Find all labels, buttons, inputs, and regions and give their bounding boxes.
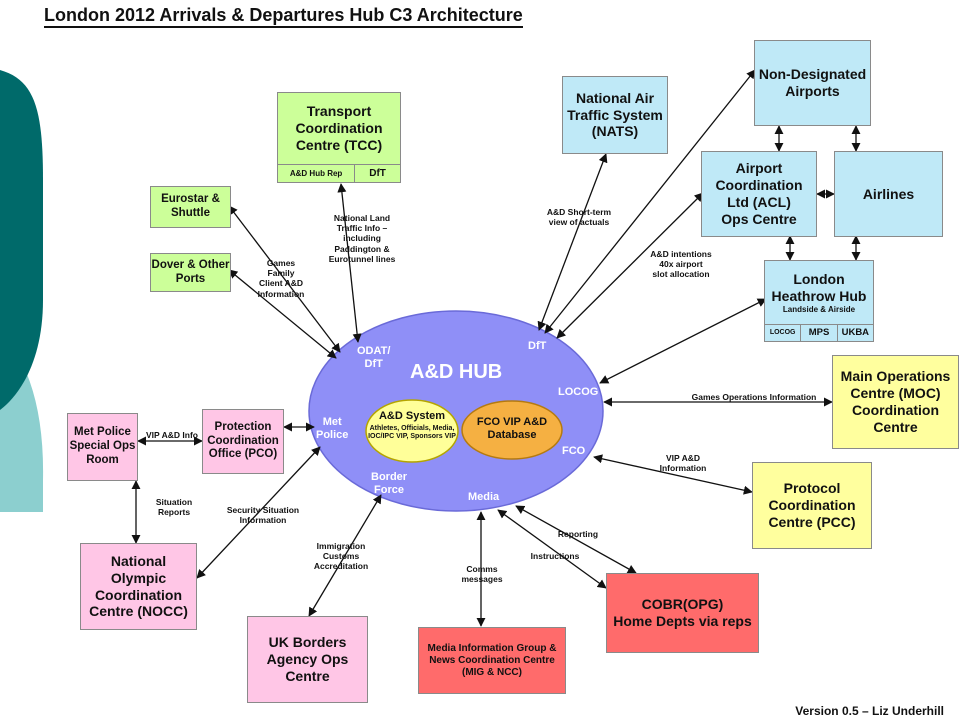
- hub-title: A&D HUB: [410, 361, 503, 383]
- label-ad-intentions: A&D intentions 40x airport slot allocati…: [650, 249, 712, 280]
- ad-system-title: A&D System: [378, 410, 446, 422]
- heathrow-subtitle: Landside & Airside: [782, 304, 856, 314]
- dover-title: Dover & Other Ports: [151, 258, 230, 285]
- hub-label-border-force: Border Force: [371, 471, 408, 497]
- tcc-sub-hub-rep: A&D Hub Rep: [289, 168, 343, 178]
- cobr-box: COBR(OPG) Home Depts via reps: [606, 573, 759, 653]
- arrow-pcc: [593, 454, 753, 495]
- fco-database-ellipse: [461, 400, 563, 460]
- label-vip-ad-info-right: VIP A&D Information: [659, 453, 707, 474]
- arrow-cobr-instructions: [497, 509, 607, 589]
- heathrow-sub-mps: MPS: [800, 325, 836, 341]
- label-immigration: Immigration Customs Accreditation: [313, 541, 369, 572]
- arrow-nats: [537, 153, 608, 331]
- heathrow-sub-locog: LOCOG: [769, 328, 796, 336]
- label-ad-short-term: A&D Short-term view of actuals: [546, 207, 612, 228]
- hub-label-odat: ODAT/ DfT: [357, 345, 391, 371]
- label-national-land: National Land Traffic Info – including P…: [328, 213, 396, 264]
- airlines-box: Airlines: [834, 151, 943, 237]
- ad-system-ellipse: [365, 399, 459, 463]
- footer-version: Version 0.5 – Liz Underhill: [795, 704, 944, 718]
- tcc-title: Transport Coordination Centre (TCC): [295, 103, 383, 153]
- non-designated-airports-title: Non-Designated Airports: [758, 66, 867, 99]
- label-situation-reports: Situation Reports: [155, 497, 193, 518]
- pco-box: Protection Coordination Office (PCO): [202, 409, 284, 474]
- heathrow-sub-ukba: UKBA: [836, 325, 873, 341]
- pcc-title: Protocol Coordination Centre (PCC): [768, 480, 856, 530]
- arrow-cobr-reporting: [515, 505, 637, 574]
- label-games-family: Games Family Client A&D Information: [257, 258, 305, 299]
- nocc-title: National Olympic Coordination Centre (NO…: [89, 552, 188, 620]
- tcc-sub-dft: DfT: [354, 165, 400, 182]
- ad-system-subtitle: Athletes, Officials, Media, IOC/IPC VIP,…: [368, 425, 456, 441]
- pcc-box: Protocol Coordination Centre (PCC): [752, 462, 872, 549]
- moc-box: Main Operations Centre (MOC) Coordinatio…: [832, 355, 959, 449]
- hub-label-fco: FCO: [562, 445, 586, 457]
- label-vip-ad-info-left: VIP A&D Info: [146, 430, 198, 440]
- dover-box: Dover & Other Ports: [150, 253, 231, 292]
- arrow-ukba: [308, 494, 382, 617]
- non-designated-airports-box: Non-Designated Airports: [754, 40, 871, 126]
- acl-box: Airport Coordination Ltd (ACL) Ops Centr…: [701, 151, 817, 237]
- arrow-tcc: [337, 183, 362, 343]
- page-title: London 2012 Arrivals & Departures Hub C3…: [44, 4, 523, 28]
- label-security-situation: Security Situation Information: [226, 505, 300, 526]
- ukba-title: UK Borders Agency Ops Centre: [266, 634, 349, 684]
- mig-box: Media Information Group & News Coordinat…: [418, 627, 566, 694]
- hub-label-media: Media: [468, 491, 500, 503]
- eurostar-title: Eurostar & Shuttle: [161, 193, 220, 219]
- label-games-ops: Games Operations Information: [691, 392, 817, 402]
- pco-title: Protection Coordination Office (PCO): [207, 420, 279, 461]
- cobr-title: COBR(OPG) Home Depts via reps: [613, 596, 752, 629]
- heathrow-title: London Heathrow Hub: [771, 270, 867, 304]
- fco-database-title: FCO VIP A&D Database: [476, 416, 548, 442]
- mig-title: Media Information Group & News Coordinat…: [427, 642, 557, 678]
- label-comms: Comms messages: [461, 564, 503, 585]
- tcc-box: Transport Coordination Centre (TCC) A&D …: [277, 92, 401, 183]
- hub-label-met-police: Met Police: [316, 416, 349, 442]
- arrow-heathrow: [599, 298, 767, 384]
- eurostar-box: Eurostar & Shuttle: [150, 186, 231, 228]
- nats-box: National Air Traffic System (NATS): [562, 76, 668, 154]
- hub-label-dft: DfT: [528, 340, 547, 352]
- airlines-title: Airlines: [862, 185, 915, 202]
- moc-title: Main Operations Centre (MOC) Coordinatio…: [840, 368, 951, 435]
- hub-label-locog: LOCOG: [558, 386, 599, 398]
- nats-title: National Air Traffic System (NATS): [567, 89, 663, 140]
- met-special-ops-title: Met Police Special Ops Room: [69, 426, 136, 466]
- heathrow-box: London Heathrow Hub Landside & Airside L…: [764, 260, 874, 342]
- ukba-box: UK Borders Agency Ops Centre: [247, 616, 368, 703]
- hub-ellipse: [308, 310, 604, 512]
- met-special-ops-box: Met Police Special Ops Room: [67, 413, 138, 481]
- teal-decoration-dark: [0, 70, 43, 410]
- acl-title: Airport Coordination Ltd (ACL) Ops Centr…: [715, 160, 803, 227]
- arrow-acl: [556, 192, 704, 339]
- nocc-box: National Olympic Coordination Centre (NO…: [80, 543, 197, 630]
- arrow-nocc: [196, 446, 321, 579]
- label-reporting: Reporting: [557, 529, 599, 539]
- arrow-dover: [228, 269, 337, 359]
- label-instructions: Instructions: [530, 551, 580, 561]
